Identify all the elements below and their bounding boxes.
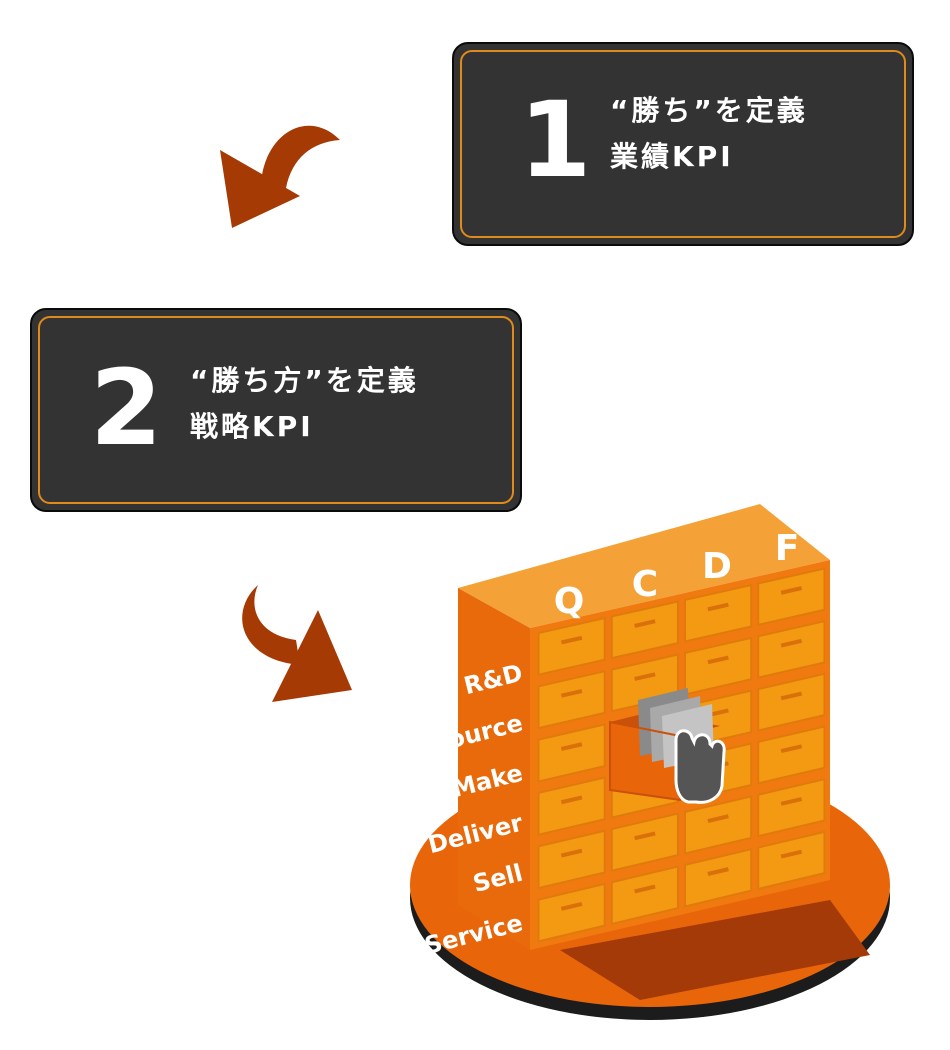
curved-arrow-icon	[242, 585, 352, 702]
hand-icon	[676, 731, 724, 803]
column-label-q: Q	[554, 581, 585, 622]
column-label-f: F	[775, 528, 800, 569]
curved-arrow-icon	[220, 126, 340, 228]
column-label-c: C	[632, 564, 658, 605]
column-label-d: D	[702, 546, 732, 587]
